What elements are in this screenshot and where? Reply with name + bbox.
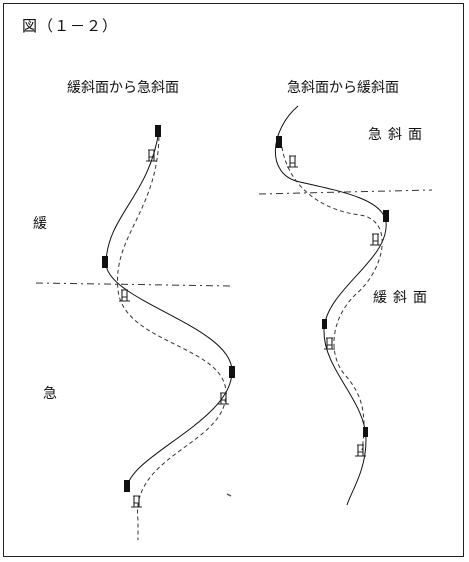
left-ski-marker-1 bbox=[155, 125, 161, 137]
figure-frame bbox=[3, 3, 464, 557]
left-ski-marker-4 bbox=[124, 480, 130, 492]
figure-label: 図（１－２） bbox=[22, 17, 119, 35]
right-ski-marker-1 bbox=[276, 136, 282, 148]
left-dashed-trajectory bbox=[117, 129, 227, 540]
right-dashed-trajectory bbox=[280, 139, 383, 451]
right-skier-icon-4 bbox=[354, 444, 367, 457]
right-zone-steep-label: 急斜面 bbox=[368, 127, 428, 143]
left-skier-icon-4 bbox=[130, 495, 143, 508]
right-solid-trajectory bbox=[274, 105, 387, 506]
left-zone-gentle-label: 緩 bbox=[33, 216, 47, 232]
right-skier-icon-1 bbox=[286, 155, 299, 168]
left-ski-marker-3 bbox=[229, 366, 235, 378]
right-ski-marker-3 bbox=[322, 319, 327, 329]
right-diagram-title: 急斜面から緩斜面 bbox=[287, 80, 399, 96]
right-slope-boundary-line bbox=[258, 189, 433, 195]
left-solid-trajectory bbox=[105, 129, 233, 489]
right-zone-gentle-label: 緩斜面 bbox=[373, 290, 433, 306]
left-slope-boundary-line bbox=[35, 282, 233, 287]
right-skier-icon-2 bbox=[369, 233, 382, 246]
left-stray-mark bbox=[226, 493, 232, 497]
right-ski-marker-4 bbox=[363, 427, 368, 437]
left-ski-marker-2 bbox=[102, 256, 108, 268]
left-diagram-title: 緩斜面から急斜面 bbox=[67, 80, 179, 96]
right-ski-marker-2 bbox=[383, 210, 389, 222]
left-skier-icon-3 bbox=[217, 392, 230, 405]
left-zone-steep-label: 急 bbox=[43, 386, 57, 402]
